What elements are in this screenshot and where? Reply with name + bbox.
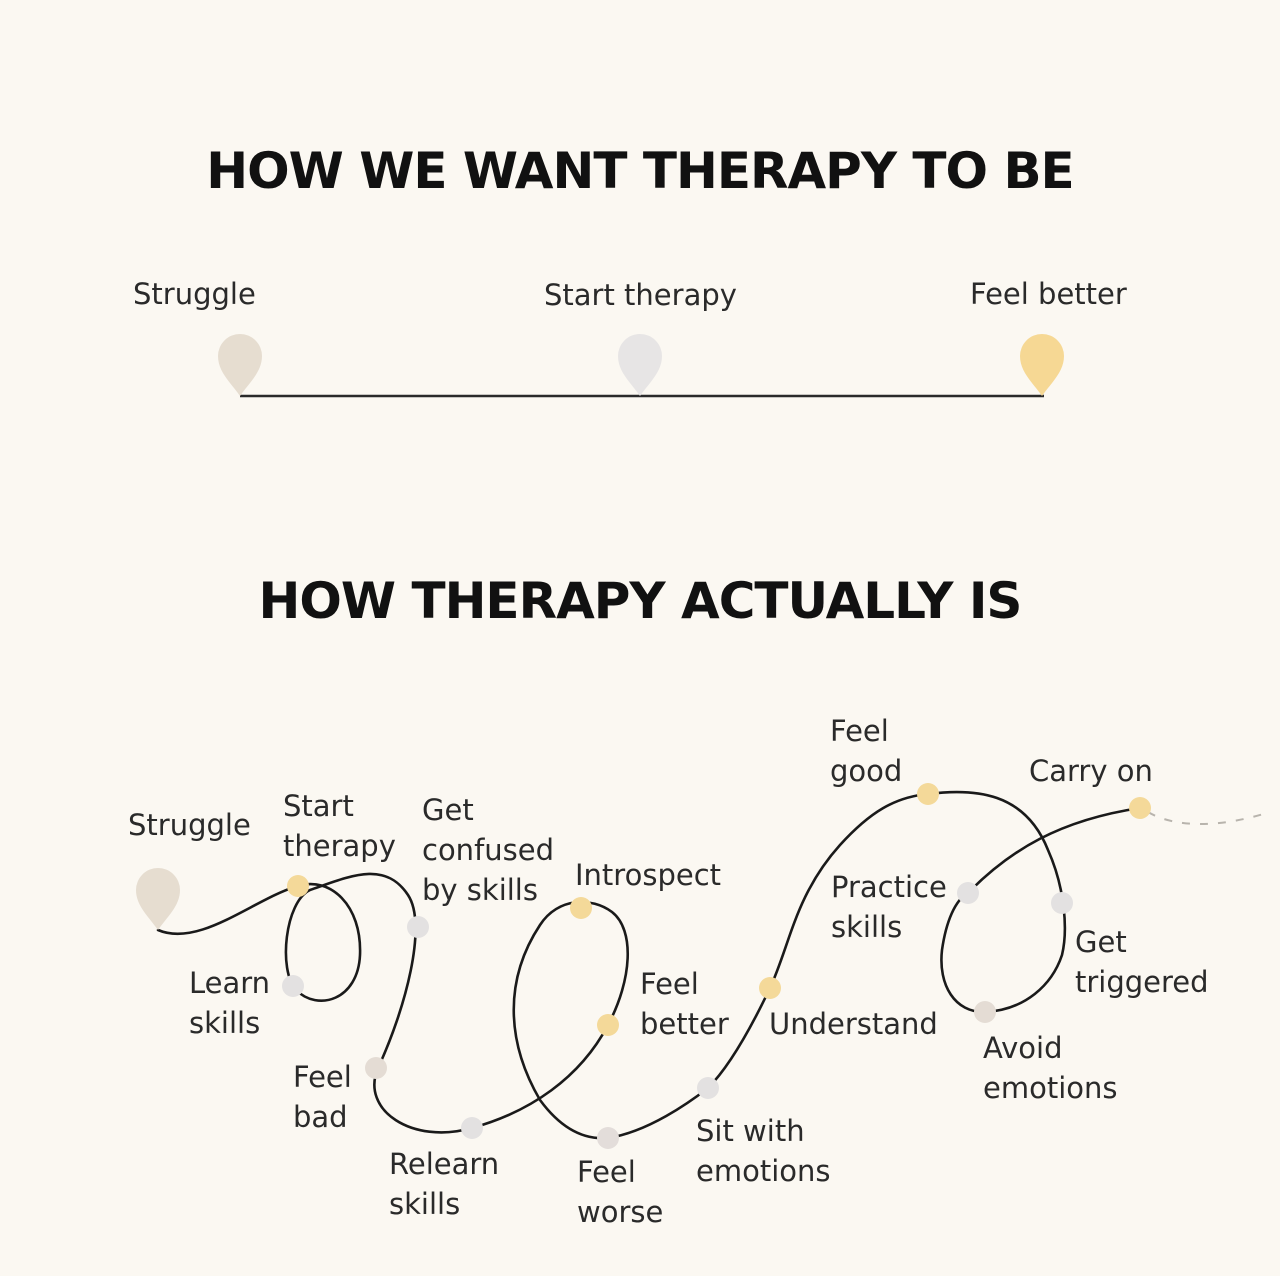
journey-dot — [570, 897, 592, 919]
continuation-dashes — [1147, 811, 1271, 825]
label-line: skills — [831, 910, 903, 944]
actual-label-struggle: Struggle — [128, 808, 251, 842]
journey-dot — [407, 916, 429, 938]
journey-dot — [597, 1014, 619, 1036]
heading-actual: HOW THERAPY ACTUALLY IS — [258, 572, 1023, 630]
journey-dot — [917, 783, 939, 805]
label-line: bad — [293, 1100, 348, 1134]
label-line: skills — [189, 1006, 261, 1040]
label-line: Introspect — [575, 858, 722, 892]
label-line: emotions — [983, 1071, 1118, 1105]
label-line: Feel — [293, 1060, 352, 1094]
label-line: worse — [577, 1195, 664, 1229]
label-line: Practice — [831, 870, 947, 904]
journey-dot — [974, 1001, 996, 1023]
ideal-marker-struggle — [218, 334, 262, 396]
label-line: Relearn — [389, 1147, 500, 1181]
journey-dot — [697, 1077, 719, 1099]
journey-dot — [597, 1127, 619, 1149]
label-line: Feel — [577, 1155, 636, 1189]
label-line: triggered — [1075, 965, 1209, 999]
heading-ideal: HOW WE WANT THERAPY TO BE — [206, 142, 1074, 200]
label-line: emotions — [696, 1154, 831, 1188]
ideal-label-feel-better: Feel better — [970, 277, 1127, 311]
label-line: Understand — [769, 1007, 938, 1041]
actual-marker-struggle — [136, 868, 180, 930]
journey-dot — [365, 1057, 387, 1079]
ideal-label-struggle: Struggle — [133, 277, 256, 311]
ideal-label-start-therapy: Start therapy — [544, 278, 737, 312]
label-line: confused — [422, 833, 555, 867]
label-line: good — [830, 754, 903, 788]
journey-dot — [1051, 892, 1073, 914]
label-line: Start — [283, 789, 354, 823]
label-line: Get — [1075, 925, 1127, 959]
label-line: Feel — [830, 714, 889, 748]
label-line: Learn — [189, 966, 271, 1000]
journey-dot — [282, 975, 304, 997]
actual-journey-path — [156, 790, 1142, 1140]
label-line: Avoid — [983, 1031, 1063, 1065]
ideal-marker-start-therapy — [618, 334, 662, 396]
journey-dot — [287, 875, 309, 897]
label-line: Get — [422, 793, 474, 827]
label-line: skills — [389, 1187, 461, 1221]
journey-dot — [461, 1117, 483, 1139]
label-line: Sit with — [696, 1114, 805, 1148]
label-line: Carry on — [1029, 754, 1153, 788]
label-line: by skills — [422, 873, 538, 907]
ideal-marker-feel-better — [1020, 334, 1064, 396]
journey-dot — [1129, 797, 1151, 819]
journey-dot — [759, 977, 781, 999]
journey-dot — [957, 882, 979, 904]
label-line: better — [640, 1007, 729, 1041]
label-line: therapy — [283, 829, 396, 863]
label-line: Feel — [640, 967, 699, 1001]
